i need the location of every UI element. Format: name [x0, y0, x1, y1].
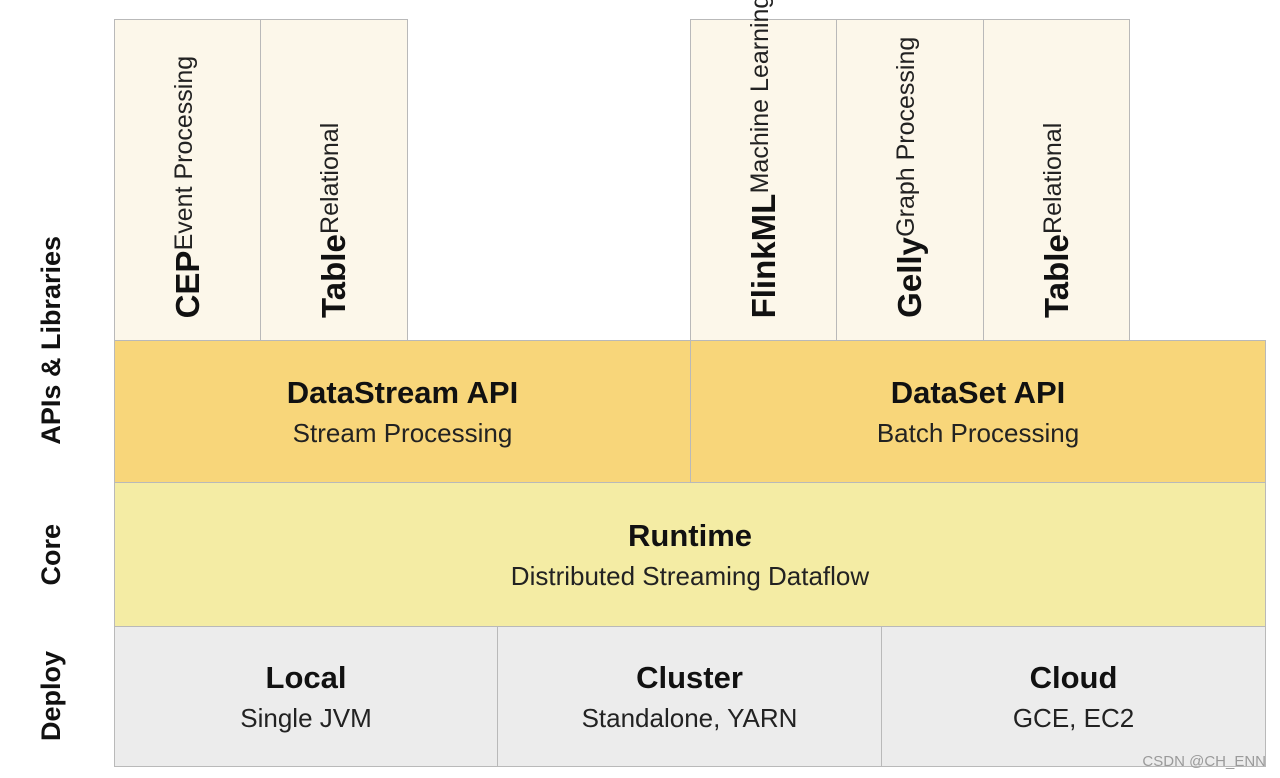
library-gelly-name: Gelly [891, 237, 928, 318]
watermark-text: CSDN @CH_ENN [1142, 753, 1266, 770]
deploy-local-name: Local [265, 659, 347, 695]
deploy-cluster: Cluster Standalone, YARN [497, 626, 882, 767]
deploy-cloud: Cloud GCE, EC2 [881, 626, 1266, 767]
layer-label-deploy: Deploy [20, 626, 82, 766]
library-table-batch-text: Table Relational [1033, 123, 1081, 318]
core-runtime: Runtime Distributed Streaming Dataflow [114, 482, 1266, 627]
library-table-batch: Table Relational [983, 19, 1130, 341]
library-flinkml-desc: Machine Learning [745, 0, 774, 194]
library-flinkml-name: FlinkML [744, 193, 782, 318]
deploy-local: Local Single JVM [114, 626, 498, 767]
library-gelly-text: Gelly Graph Processing [886, 37, 934, 318]
deploy-cloud-desc: GCE, EC2 [1012, 702, 1135, 733]
library-cep-name: CEP [168, 250, 206, 318]
library-table-stream-text: Table Relational [310, 123, 358, 318]
library-cep-text: CEP Event Processing [164, 56, 212, 318]
library-table-stream: Table Relational [260, 19, 408, 341]
library-table-batch-desc: Relational [1038, 123, 1067, 235]
layer-label-core: Core [20, 484, 82, 626]
api-datastream-desc: Stream Processing [292, 417, 513, 448]
library-gelly-desc: Graph Processing [892, 37, 920, 238]
library-table-stream-name: Table [315, 234, 352, 318]
core-runtime-name: Runtime [628, 517, 752, 553]
layer-label-core-text: Core [35, 524, 66, 586]
api-dataset: DataSet API Batch Processing [690, 340, 1266, 483]
deploy-cloud-name: Cloud [1029, 659, 1118, 695]
core-runtime-desc: Distributed Streaming Dataflow [510, 560, 870, 591]
api-datastream: DataStream API Stream Processing [114, 340, 691, 483]
library-table-batch-name: Table [1037, 234, 1075, 318]
api-dataset-desc: Batch Processing [876, 417, 1080, 448]
library-table-stream-desc: Relational [316, 123, 344, 235]
api-dataset-name: DataSet API [890, 374, 1066, 410]
library-flinkml: FlinkML Machine Learning [690, 0, 837, 341]
library-cep-desc: Event Processing [169, 55, 198, 251]
deploy-cluster-name: Cluster [636, 659, 743, 695]
library-gelly: Gelly Graph Processing [836, 19, 984, 341]
library-flinkml-text: FlinkML Machine Learning [740, 0, 788, 318]
layer-label-apis-libraries-text: APIs & Libraries [35, 235, 66, 445]
deploy-cluster-desc: Standalone, YARN [581, 702, 798, 733]
api-datastream-name: DataStream API [286, 374, 519, 410]
deploy-local-desc: Single JVM [240, 702, 372, 733]
layer-label-deploy-text: Deploy [35, 650, 66, 742]
library-cep: CEP Event Processing [114, 19, 261, 341]
